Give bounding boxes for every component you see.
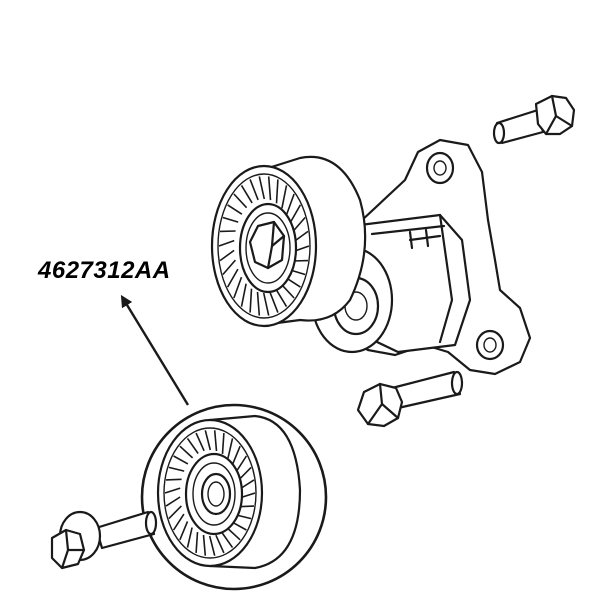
pulley-rib <box>235 455 248 473</box>
pulley-rib <box>165 496 181 507</box>
callout-circle <box>140 403 328 591</box>
pulley-rib <box>208 535 216 556</box>
pulley-rib <box>202 534 207 556</box>
pulley-rib <box>226 527 241 541</box>
pulley-rib <box>256 291 261 316</box>
pulley-rib <box>172 513 185 531</box>
part-number-label: 4627312AA <box>38 257 171 284</box>
pulley-rib <box>267 176 272 201</box>
pulley-rib <box>226 268 239 288</box>
pulley-rib <box>173 455 189 465</box>
pulley-rib <box>218 239 235 247</box>
pulley-rib <box>186 527 193 548</box>
pulley-rib <box>221 433 225 454</box>
pulley-rib <box>280 283 295 299</box>
pulley-rib <box>221 532 234 549</box>
tensioner-lower-bolt-icon <box>356 370 464 428</box>
pulley-rib <box>164 487 181 494</box>
pulley-rib <box>165 478 182 481</box>
tensioner-pulley-icon <box>210 155 367 328</box>
pulley-rib <box>233 193 248 209</box>
pulley-rib <box>240 184 253 204</box>
pulley-rib <box>179 445 194 459</box>
callout-arrow <box>120 294 190 406</box>
pulley-rib <box>219 249 235 262</box>
pulley-rib <box>227 438 234 459</box>
pulley-rib <box>186 437 199 454</box>
pulley-rib <box>281 185 288 209</box>
pulley-rib <box>195 432 205 452</box>
pulley-rib <box>227 204 243 215</box>
pulley-rib <box>222 259 237 276</box>
pulley-rib <box>231 445 241 465</box>
pulley-rib <box>168 466 185 472</box>
pulley-rib <box>258 176 266 200</box>
pulley-rib <box>233 276 243 299</box>
pulley-rib <box>195 532 199 553</box>
idler-pulley-icon <box>156 414 302 570</box>
pulley-rib <box>262 292 270 316</box>
pulley-rib <box>204 430 212 451</box>
pulley-rib <box>249 288 253 313</box>
pulley-rib <box>179 521 189 541</box>
pulley-rib <box>240 283 247 307</box>
pulley-rib <box>231 521 247 531</box>
pulley-rib <box>269 291 279 313</box>
pulley-rib <box>285 193 295 216</box>
pulley-rib <box>291 216 306 233</box>
pulley-rib <box>289 204 302 224</box>
top-bolt-icon <box>492 94 576 145</box>
pulley-rib <box>275 288 288 308</box>
idler-bolt-icon <box>50 510 158 570</box>
pulley-rib <box>215 534 225 554</box>
tensioner-bracket <box>310 138 532 376</box>
pulley-rib <box>213 430 218 452</box>
pulley-rib <box>275 179 279 204</box>
pulley-rib <box>249 179 259 201</box>
pulley-rib <box>168 505 182 520</box>
pulley-rib <box>222 216 239 223</box>
